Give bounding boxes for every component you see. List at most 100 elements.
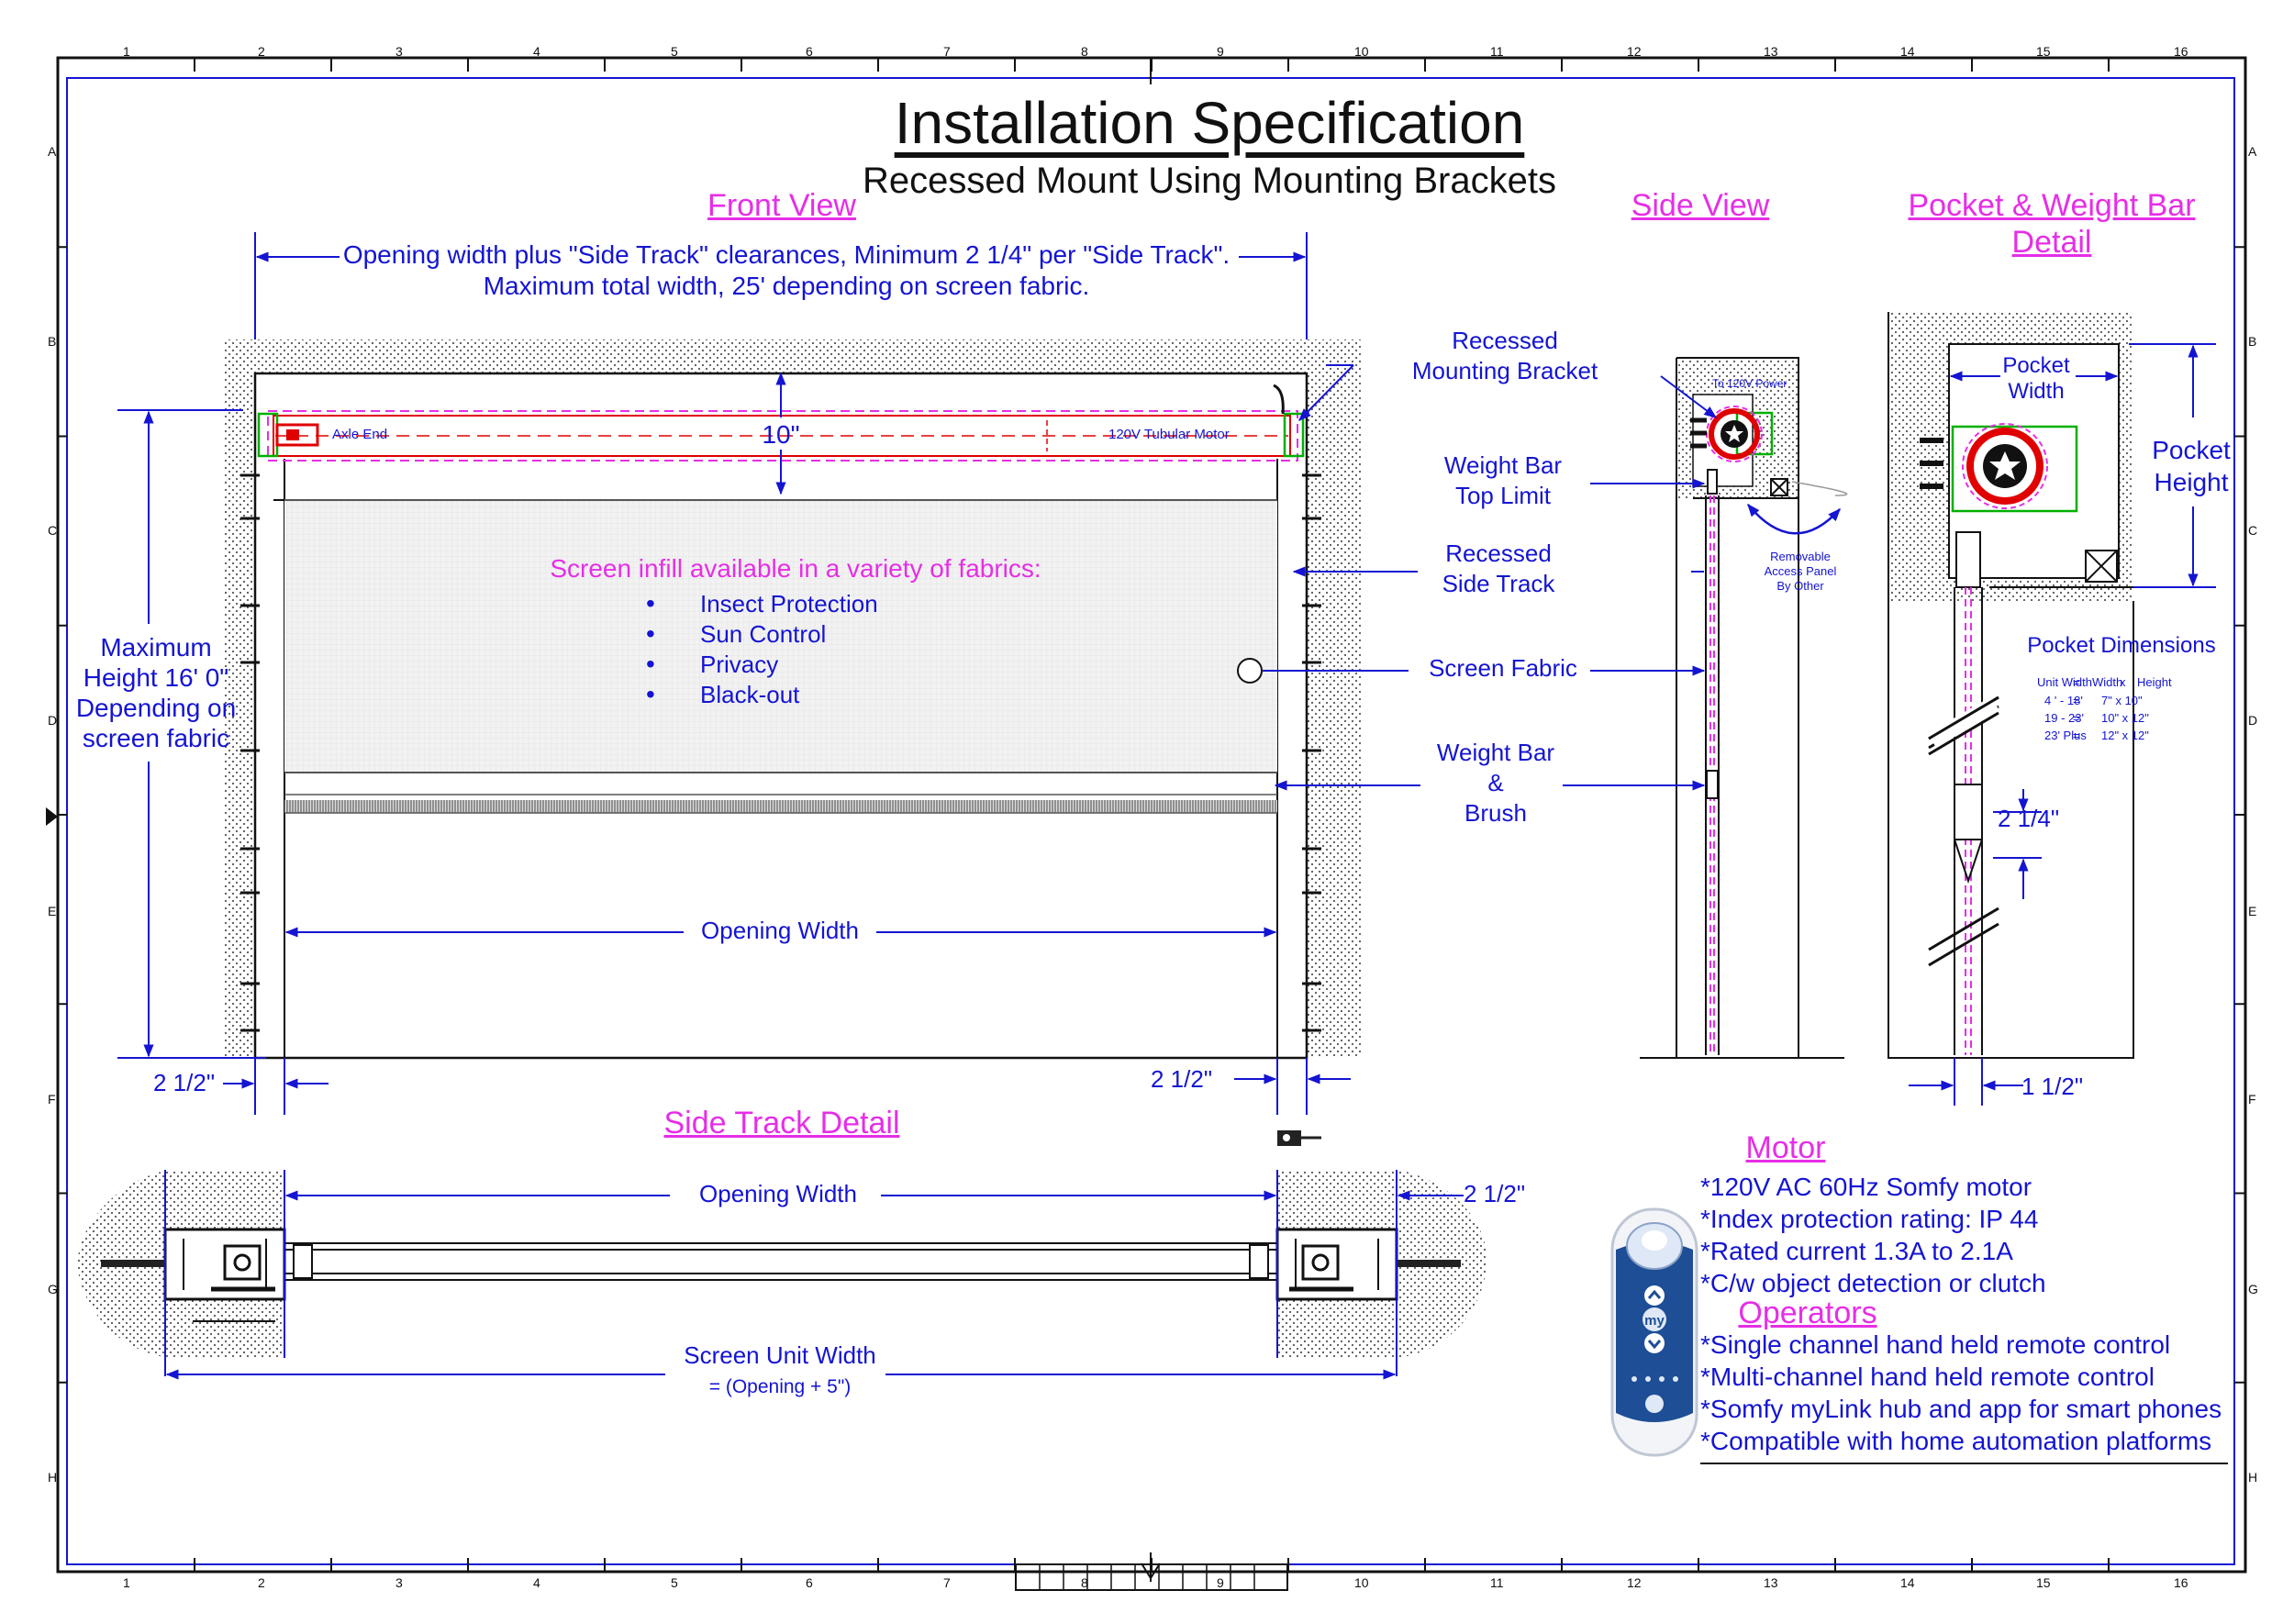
operator-item: *Somfy myLink hub and app for smart phon… [1700, 1395, 2222, 1423]
side-track-drawing [77, 1130, 1487, 1380]
grid-column-label: 4 [533, 44, 540, 59]
grid-column-label: 14 [1900, 44, 1915, 59]
grid-column-label: 2 [258, 1575, 265, 1590]
bullet-icon: • [646, 589, 655, 617]
operator-item: *Compatible with home automation platfor… [1700, 1427, 2212, 1455]
motor-heading: Motor [1745, 1130, 1826, 1165]
max-height-line-1: Maximum [100, 633, 212, 662]
grid-row-label: D [48, 713, 58, 728]
pocket-table-header: x [2120, 675, 2126, 689]
side-track-detail-label: Side Track Detail [663, 1106, 900, 1140]
motor-label: 120V Tubular Motor [1108, 427, 1230, 442]
pocket-table-cell: = [2073, 711, 2080, 725]
front-view-label: Front View [707, 188, 856, 223]
grid-column-label: 12 [1627, 44, 1642, 59]
bullet-icon: • [646, 680, 655, 708]
pocket-table-cell: = [2073, 694, 2080, 707]
grid-row-label: C [2248, 523, 2258, 538]
pocket-table-cell: 23' Plus [2044, 729, 2087, 742]
grid-column-label: 10 [1354, 44, 1369, 59]
grid-column-label: 16 [2174, 44, 2188, 59]
grid-column-label: 6 [806, 1575, 813, 1590]
pocket-table-header: Unit Width [2037, 675, 2092, 689]
pocket-detail-drawing [1888, 312, 2216, 1106]
side-track-opening-width: Opening Width [699, 1180, 857, 1207]
grid-column-label: 14 [1900, 1575, 1915, 1590]
bullet-icon: • [646, 650, 655, 678]
motor-spec: *Rated current 1.3A to 2.1A [1700, 1237, 2013, 1265]
pocket-dimensions-title: Pocket Dimensions [2027, 633, 2216, 658]
remote-my-label: my [1644, 1313, 1665, 1329]
grid-column-label: 3 [395, 1575, 403, 1590]
pocket-width-label-1: Pocket [2002, 353, 2070, 378]
motor-spec: *120V AC 60Hz Somfy motor [1700, 1173, 2032, 1201]
weight-bar-callout-1: Weight Bar [1436, 739, 1555, 766]
grid-column-label: 4 [533, 1575, 540, 1590]
grid-column-label: 9 [1217, 1575, 1224, 1590]
grid-row-label: E [2248, 904, 2257, 918]
side-track-callout-1: Recessed [1445, 539, 1552, 567]
pocket-detail-label-2: Detail [2011, 225, 2092, 260]
grid-column-label: 15 [2036, 1575, 2051, 1590]
pocket-table-header: Width [2092, 675, 2123, 689]
grid-row-label: A [48, 144, 57, 159]
infill-heading: Screen infill available in a variety of … [550, 554, 1041, 583]
remote-control-icon: my [1610, 1207, 1698, 1457]
grid-row-label: D [2248, 713, 2258, 728]
grid-row-label: H [2248, 1470, 2258, 1485]
operator-item: *Single channel hand held remote control [1700, 1330, 2171, 1359]
front-view-drawing [117, 232, 1420, 1115]
access-panel-label-3: By Other [1776, 579, 1824, 593]
power-label: To 120V Power [1712, 377, 1787, 390]
screen-fabric-callout: Screen Fabric [1429, 654, 1577, 682]
roller-height-dim: 10" [762, 420, 800, 449]
infill-item: Insect Protection [700, 590, 878, 617]
pocket-width-label-2: Width [2008, 379, 2065, 404]
max-height-line-4: screen fabric [82, 724, 230, 752]
grid-column-label: 8 [1081, 1575, 1088, 1590]
pocket-detail-label: Pocket & Weight Bar [1908, 188, 2196, 223]
grid-row-label: A [2248, 144, 2257, 159]
max-height-line-3: Depending on [75, 694, 237, 722]
grid-column-label: 1 [123, 1575, 130, 1590]
grid-row-label: G [48, 1282, 58, 1296]
pocket-table-cell: 4 ' - 18' [2044, 694, 2083, 707]
pocket-track-dim: 1 1/2" [2021, 1073, 2084, 1100]
grid-column-label: 7 [943, 44, 951, 59]
weight-bar-dim: 2 1/4" [1998, 805, 2060, 832]
pocket-table-cell: 7" x 10" [2101, 694, 2143, 707]
grid-row-label: G [2248, 1282, 2258, 1296]
grid-column-label: 5 [671, 1575, 678, 1590]
grid-row-label: C [48, 523, 58, 538]
grid-row-label: H [48, 1470, 58, 1485]
pocket-height-label-2: Height [2154, 468, 2229, 496]
grid-column-label: 1 [123, 44, 130, 59]
grid-column-label: 5 [671, 44, 678, 59]
sheet-border [46, 56, 2247, 1591]
grid-column-label: 15 [2036, 44, 2051, 59]
pocket-table-header: = [2073, 675, 2080, 689]
width-note-line-2: Maximum total width, 25' depending on sc… [483, 272, 1090, 300]
grid-column-label: 3 [395, 44, 403, 59]
access-panel-label-2: Access Panel [1764, 564, 1837, 578]
grid-column-label: 12 [1627, 1575, 1642, 1590]
pocket-table-cell: = [2073, 729, 2080, 742]
grid-column-label: 6 [806, 44, 813, 59]
grid-column-label: 8 [1081, 44, 1088, 59]
grid-row-label: F [2248, 1092, 2256, 1107]
grid-row-label: E [48, 904, 57, 918]
recessed-bracket-callout-1: Recessed [1452, 327, 1558, 354]
weight-bar-callout-2: & [1487, 769, 1504, 796]
side-track-clearance: 2 1/2" [1464, 1180, 1526, 1207]
pocket-table-cell: 19 - 23' [2044, 711, 2084, 725]
operators-heading: Operators [1738, 1296, 1877, 1330]
pocket-table-cell: 10" x 12" [2101, 711, 2149, 725]
side-view-drawing [1563, 357, 1848, 1059]
motor-spec: *Index protection rating: IP 44 [1700, 1205, 2039, 1233]
grid-column-label: 16 [2174, 1575, 2188, 1590]
opening-width-label: Opening Width [701, 917, 859, 944]
recessed-bracket-callout-2: Mounting Bracket [1411, 357, 1598, 384]
grid-column-label: 11 [1490, 44, 1504, 59]
top-limit-callout-2: Top Limit [1454, 482, 1552, 509]
